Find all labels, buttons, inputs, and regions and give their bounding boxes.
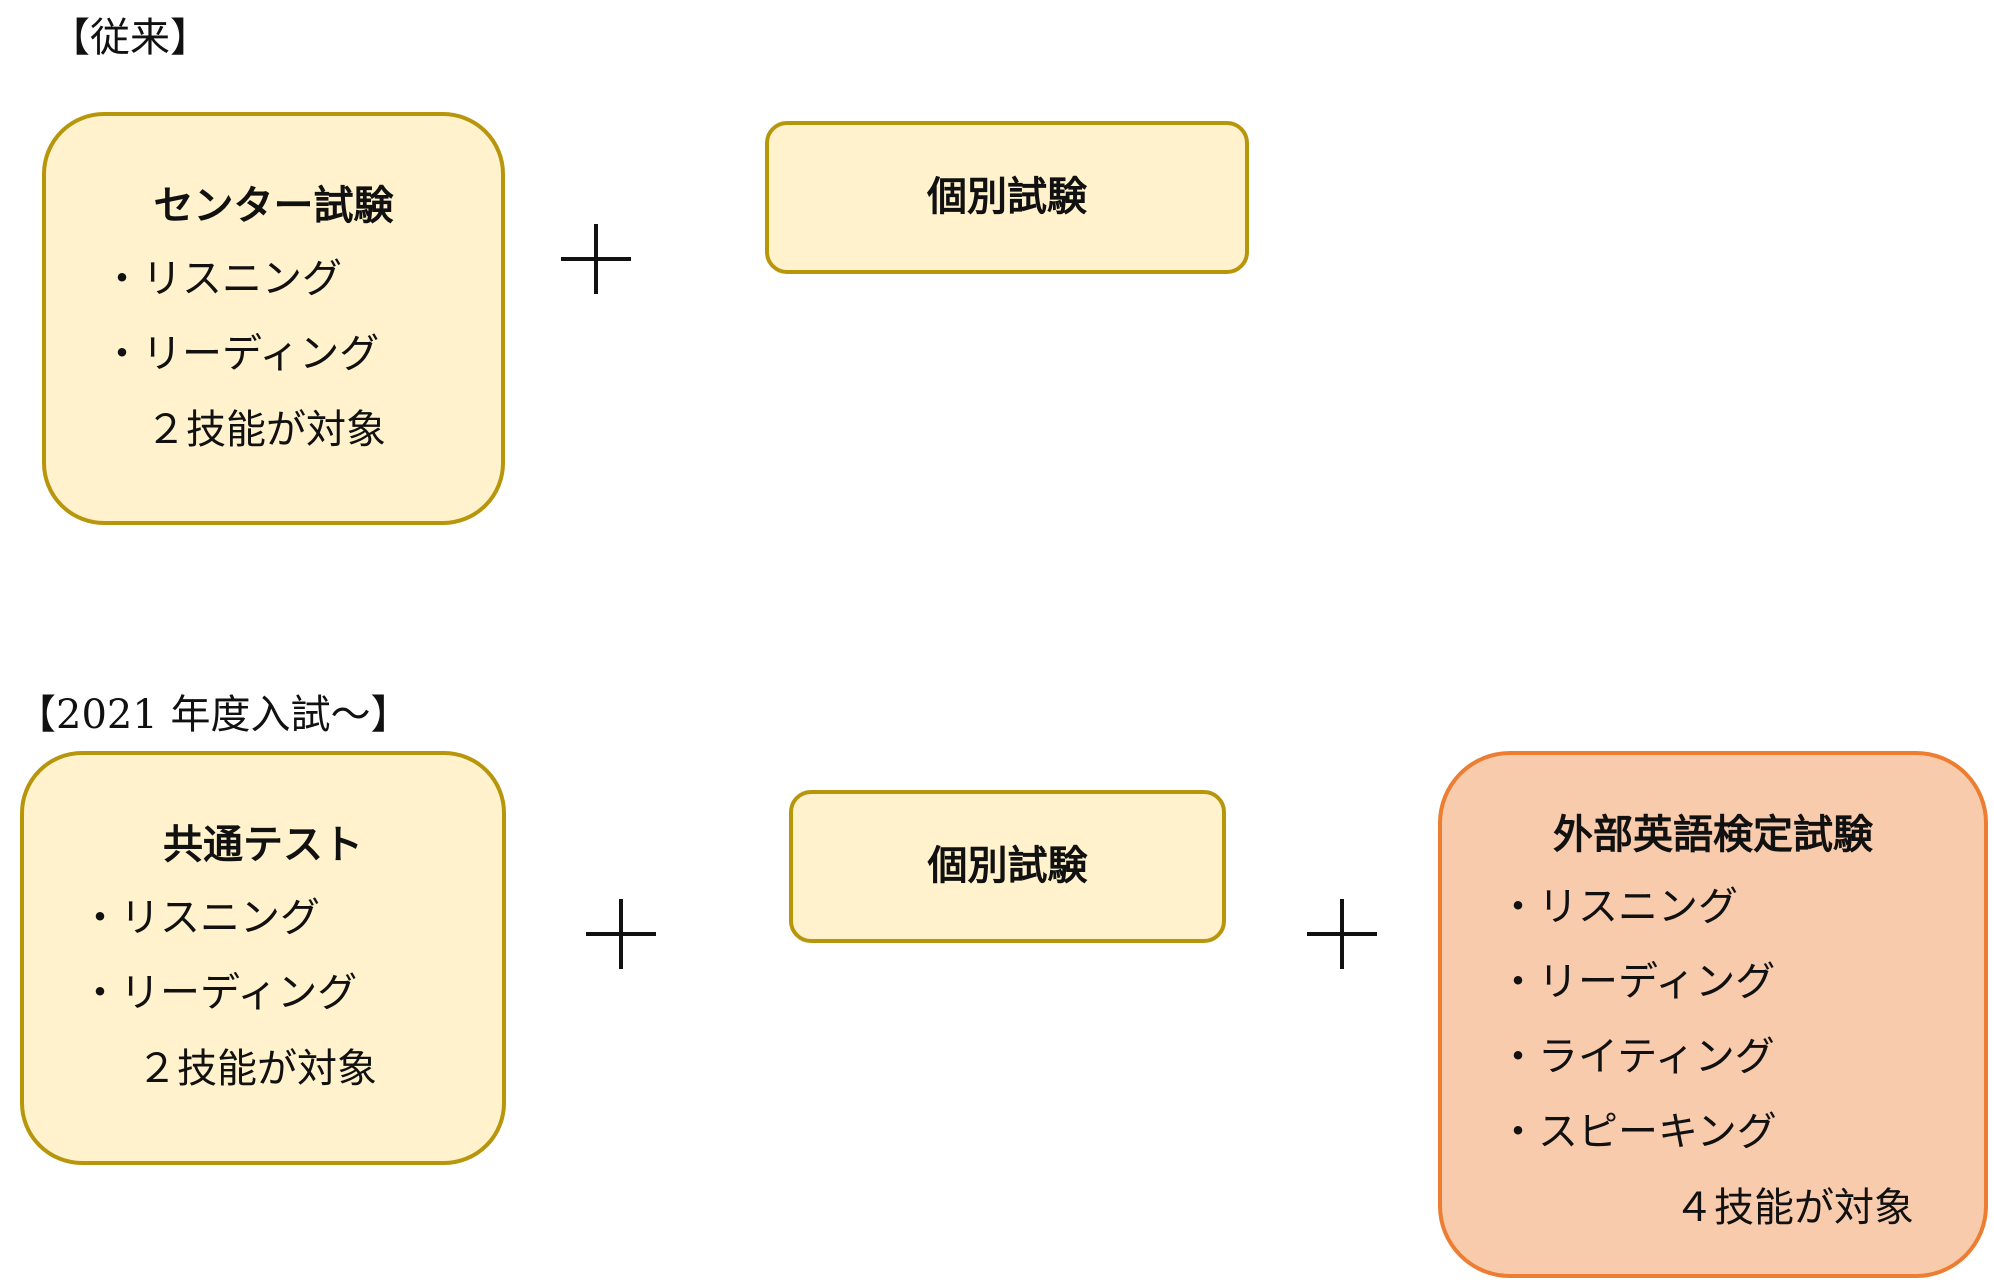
external-english-exam-box: 外部英語検定試験 ・リスニング ・リーディング ・ライティング ・スピーキング … [1438, 751, 1988, 1278]
section-label-after: 【2021 年度入試～】 [16, 692, 411, 738]
common-test-item-listening: ・リスニング [80, 895, 320, 941]
external-exam-item-listening: ・リスニング [1498, 884, 1738, 930]
external-exam-note: ４技能が対象 [1674, 1185, 1914, 1231]
center-exam-box: センター試験 ・リスニング ・リーディング ２技能が対象 [42, 112, 505, 525]
common-test-note: ２技能が対象 [137, 1046, 377, 1092]
individual-exam-box-before: 個別試験 [765, 121, 1249, 274]
center-exam-title: センター試験 [153, 182, 394, 229]
plus-icon [586, 899, 656, 969]
center-exam-note: ２技能が対象 [146, 407, 386, 453]
common-test-box: 共通テスト ・リスニング ・リーディング ２技能が対象 [20, 751, 506, 1165]
center-exam-item-reading: ・リーディング [102, 331, 380, 377]
section-label-before: 【従来】 [50, 15, 210, 61]
common-test-title: 共通テスト [163, 821, 363, 868]
individual-exam-title: 個別試験 [927, 842, 1088, 889]
external-exam-item-writing: ・ライティング [1498, 1034, 1775, 1080]
individual-exam-title: 個別試験 [927, 173, 1087, 220]
external-exam-item-reading: ・リーディング [1498, 959, 1776, 1005]
center-exam-item-listening: ・リスニング [102, 256, 342, 302]
plus-icon [561, 224, 631, 294]
external-exam-item-speaking: ・スピーキング [1498, 1109, 1777, 1155]
common-test-item-reading: ・リーディング [80, 970, 358, 1016]
external-exam-title: 外部英語検定試験 [1553, 811, 1873, 858]
individual-exam-box-after: 個別試験 [789, 790, 1226, 943]
plus-icon [1307, 899, 1377, 969]
